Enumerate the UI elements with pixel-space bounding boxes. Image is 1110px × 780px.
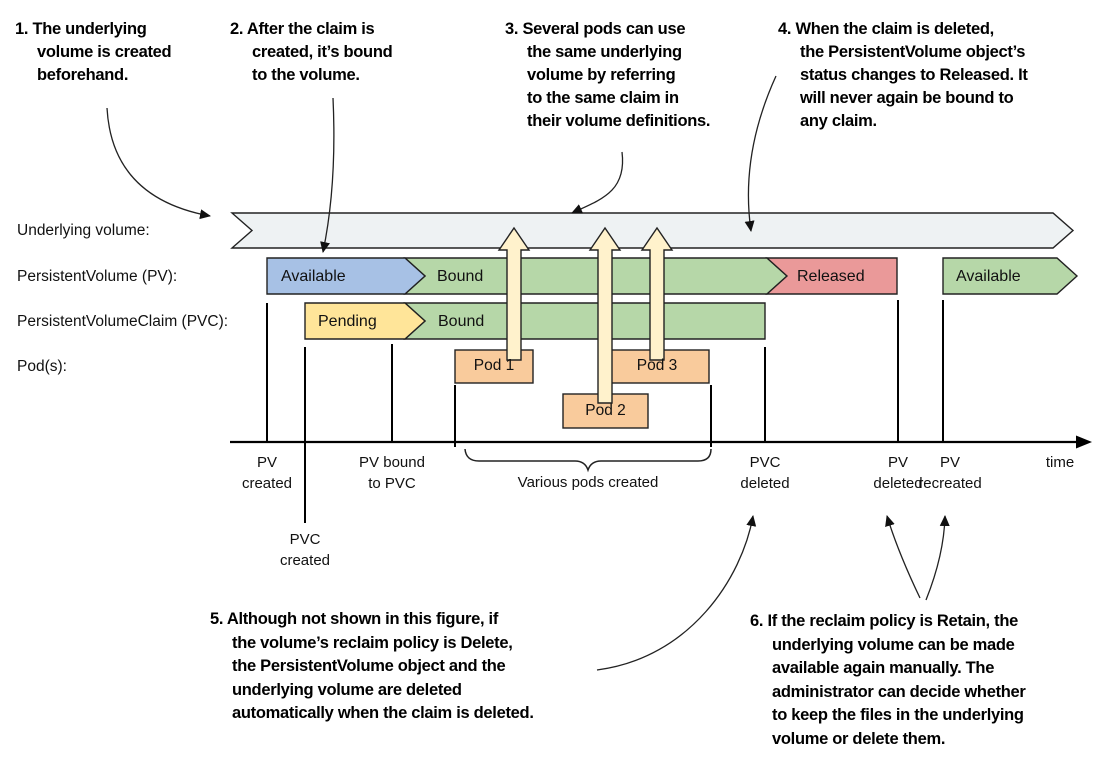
callout-curve-3 (571, 151, 624, 214)
pod2-usage-arrow-icon (588, 226, 622, 404)
axis-label-various-pods-created: Various pods created (517, 474, 659, 491)
pod1-box (454, 349, 534, 384)
callout-curve-1 (106, 107, 211, 220)
callout-curve-2 (320, 97, 335, 253)
axis-label-pv-recreated: PV recreated (918, 454, 982, 492)
pv-available2-bar (942, 257, 1079, 295)
pv-state-released: Released (797, 268, 865, 285)
pvc-pending-bar (304, 302, 427, 340)
axis-label-pv-deleted: PV deleted (873, 454, 923, 492)
annotation-5: 5. Although not shown in this figure, if… (210, 610, 534, 722)
annotation-4: 4. When the claim is deleted, the Persis… (778, 20, 1028, 130)
axis-label-time: time (1045, 454, 1075, 471)
row-label-persistent-volume-claim: PersistentVolumeClaim (PVC): (17, 313, 229, 330)
row-label-underlying-volume: Underlying volume: (17, 222, 150, 239)
row-label-persistent-volume: PersistentVolume (PV): (17, 268, 178, 285)
pv-released-bar (765, 257, 898, 295)
time-axis-arrowhead-icon (1076, 435, 1092, 449)
pvc-state-bound: Bound (438, 313, 485, 330)
pod3-label: Pod 3 (636, 357, 678, 374)
pod1-label: Pod 1 (473, 357, 515, 374)
callout-curve-4 (744, 75, 777, 232)
pv-state-available2: Available (956, 268, 1021, 285)
pod2-label: Pod 2 (585, 402, 626, 419)
axis-label-pvc-deleted: PVC deleted (740, 454, 790, 492)
annotation-2: 2. After the claim is created, it’s boun… (230, 20, 393, 84)
axis-label-pv-created: PV created (241, 454, 293, 492)
row-label-pods: Pod(s): (17, 358, 67, 375)
annotation-1: 1. The underlying volume is created befo… (15, 20, 172, 84)
pv-state-available: Available (281, 268, 346, 285)
underlying-volume-bar (230, 212, 1075, 249)
axis-label-pvc-created: PVC created (279, 531, 331, 569)
axis-label-pv-bound-to-pvc: PV bound to PVC (359, 454, 425, 492)
pod1-usage-arrow-icon (497, 226, 531, 361)
callout-curve-6a (885, 515, 921, 599)
callout-curve-5 (596, 515, 757, 671)
pod3-usage-arrow-icon (640, 226, 674, 361)
callout-curve-6b (925, 515, 950, 601)
pv-available-bar (266, 257, 427, 295)
pvc-state-pending: Pending (318, 313, 377, 330)
pv-state-bound: Bound (437, 268, 484, 285)
annotation-6: 6. If the reclaim policy is Retain, the … (750, 612, 1026, 748)
pods-brace (464, 448, 712, 473)
annotation-3: 3. Several pods can use the same underly… (505, 20, 711, 130)
